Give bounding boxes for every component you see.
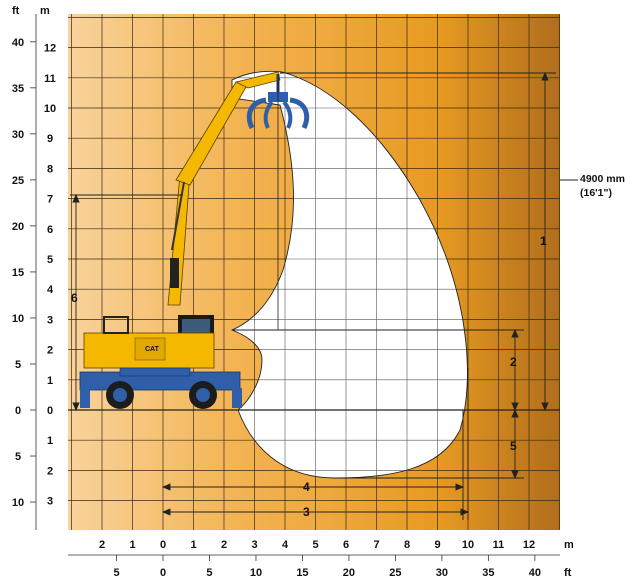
bottom-axis-m-tick-label: 4 — [282, 539, 289, 551]
bottom-axis-ft-ticks: 5 0 5 10 15 20 25 30 35 40 — [113, 555, 541, 579]
left-axis-m-tick-label: 1 — [47, 435, 53, 447]
dimension-label-1: 1 — [540, 234, 547, 248]
bottom-axis-m-tick-label: 6 — [343, 539, 349, 551]
bottom-axis-m-tick-label: 2 — [221, 539, 227, 551]
bottom-axis-ft-unit: ft — [564, 567, 572, 579]
left-axis-ft-tick-label: 5 — [15, 359, 21, 371]
left-axis-ft-tick-label: 15 — [12, 267, 24, 279]
bottom-axis-ft-tick-label: 5 — [113, 567, 119, 579]
left-axis-m-tick-label: 5 — [47, 254, 53, 266]
left-axis-ft-ticks: 40 35 30 25 20 15 10 5 0 5 10 — [12, 37, 36, 509]
bottom-axis-m-tick-label: 8 — [404, 539, 410, 551]
dimension-lines — [70, 71, 578, 520]
left-axis-m-tick-label: 3 — [47, 496, 53, 508]
bottom-axis-ft-tick-label: 5 — [206, 567, 212, 579]
bottom-axis-ft-tick-label: 40 — [529, 567, 541, 579]
left-axis-ft-tick-label: 20 — [12, 221, 24, 233]
left-axis-m-tick-label: 10 — [44, 103, 56, 115]
bottom-axis-ft-tick-label: 10 — [250, 567, 262, 579]
bottom-axis-m-tick-label: 0 — [160, 539, 166, 551]
left-axis-m-tick-label: 3 — [47, 314, 53, 326]
left-axis-m-tick-label: 12 — [44, 43, 56, 55]
bottom-axis-m-tick-label: 5 — [312, 539, 318, 551]
bottom-axis-m-tick-label: 1 — [190, 539, 196, 551]
dimension-label-3: 3 — [303, 505, 310, 519]
bottom-axis-m-tick-label: 11 — [493, 539, 505, 551]
left-axis-ft-tick-label: 0 — [15, 405, 21, 417]
left-axis-ft-tick-label: 35 — [12, 83, 24, 95]
dimension-label-2: 2 — [510, 355, 517, 369]
left-axis-ft-unit: ft — [12, 5, 20, 17]
left-axis-ft-tick-label: 10 — [12, 313, 24, 325]
wheeled-material-handler-icon: CAT — [79, 71, 281, 409]
left-axis-ft-tick-label: 25 — [12, 175, 24, 187]
bottom-axis-ft-tick-label: 30 — [436, 567, 448, 579]
left-axis-ft-tick-label: 5 — [15, 451, 21, 463]
bottom-axis-ft-tick-label: 20 — [343, 567, 355, 579]
dimension-label-6: 6 — [71, 291, 78, 305]
left-axis-m-tick-label: 4 — [47, 284, 54, 296]
left-axis-m-tick-label: 6 — [47, 224, 53, 236]
reach-annotation-ftin: (16'1") — [580, 187, 612, 199]
bottom-axis-m-tick-label: 1 — [129, 539, 135, 551]
left-axis-ft-tick-label: 30 — [12, 129, 24, 141]
left-axis-ft-tick-label: 10 — [12, 497, 24, 509]
bottom-axis-ft-tick-label: 0 — [160, 567, 166, 579]
left-axis-m-tick-label: 2 — [47, 345, 53, 357]
left-axis-m-tick-label: 8 — [47, 163, 53, 175]
bottom-axis-m-tick-label: 2 — [99, 539, 105, 551]
bottom-axis-m-tick-label: 12 — [523, 539, 535, 551]
bottom-axis-m-tick-label: 3 — [251, 539, 257, 551]
dimension-label-4: 4 — [303, 480, 310, 494]
left-axis-m-tick-label: 0 — [47, 405, 53, 417]
left-axis-m-tick-label: 9 — [47, 133, 53, 145]
dimension-label-5: 5 — [510, 439, 517, 453]
bottom-axis-m-tick-label: 10 — [462, 539, 474, 551]
bottom-axis-m-unit: m — [564, 539, 574, 551]
bottom-axis-ft-tick-label: 15 — [296, 567, 308, 579]
left-axis-m-unit: m — [40, 5, 50, 17]
left-axis-m-tick-label: 1 — [47, 375, 53, 387]
bottom-axis-m-tick-label: 9 — [434, 539, 440, 551]
svg-text:CAT: CAT — [145, 346, 160, 353]
bottom-axis-ft-tick-label: 35 — [482, 567, 494, 579]
left-axis-m-tick-label: 11 — [44, 73, 56, 85]
reach-annotation-mm: 4900 mm — [580, 173, 625, 185]
left-axis-ft-tick-label: 40 — [12, 37, 24, 49]
bottom-axis-ft-tick-label: 25 — [389, 567, 401, 579]
left-axis-m-tick-label: 7 — [47, 194, 53, 206]
left-axis-m-tick-label: 2 — [47, 465, 53, 477]
working-envelope — [230, 70, 468, 479]
bottom-axis-m-tick-label: 7 — [373, 539, 379, 551]
